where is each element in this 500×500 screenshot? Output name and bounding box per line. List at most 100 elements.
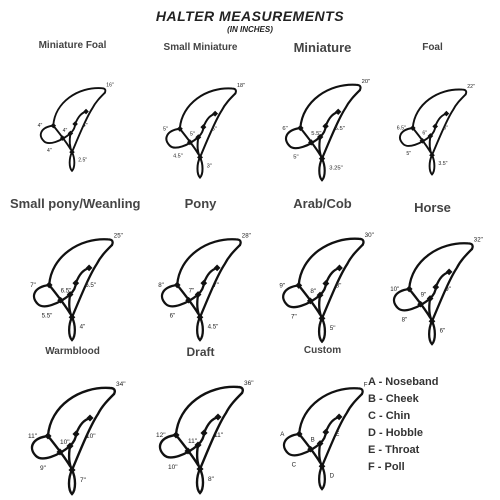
halter-rope [297,237,365,287]
measurement-label: 16" [106,83,114,89]
knot-icon [336,264,343,272]
measurement-label: 11" [188,438,198,445]
halter-rope [196,293,202,319]
measurement-label: 6" [443,126,448,132]
halter-rope [71,91,106,154]
legend-item-throat: E - Throat [368,444,420,456]
measurement-label: 32" [474,237,483,244]
rope-halter-icon: 25"7"6.5"6.5"5.5"4" [30,233,123,342]
legend-item-poll: F - Poll [368,461,405,473]
halter-rope [198,243,242,319]
knot-icon [214,413,222,421]
knot-icon [83,108,89,115]
halter-rope [320,392,364,468]
halter-rope [198,92,237,159]
halter-size-label: Miniature Foal [38,40,107,51]
measurement-label: 9" [445,286,451,293]
halter-rope [317,317,327,344]
knot-icon [322,428,330,436]
halter-rope [68,151,76,173]
measurement-label: 6" [170,312,176,319]
halter-rope [320,89,361,160]
measurement-label: 4" [63,128,68,134]
knot-icon [194,441,202,449]
measurement-label: 4" [47,148,52,154]
halter-rope [70,392,116,472]
legend-item-hobble: D - Hobble [368,427,423,439]
knot-icon [184,447,192,455]
measurement-label: 10" [390,286,399,293]
measurement-label: 8" [336,282,342,289]
legend-item-noseband: A - Noseband [368,376,439,388]
knot-icon [69,149,75,155]
halter-size-label: Horse [414,200,451,215]
measurement-label: 22" [467,84,475,90]
halter-size-label: Warmblood [45,346,100,357]
rope-halter-icon: 20"6"5.5"5.5"5"3.25" [282,79,371,182]
halter-rope [174,385,244,437]
knot-icon [322,123,329,130]
halter-rope [411,88,468,129]
rope-halter-icon: 28"8"7"7"6"4.5" [158,233,251,342]
rope-halter-icon: 34"11"10"10"9"7" [28,381,126,496]
knot-icon [432,123,439,130]
halter-rope [318,465,326,491]
measurement-label: 6" [422,130,427,136]
measurement-label: 10" [86,433,96,440]
halter-size-label: Foal [422,42,443,53]
halter-rope [52,87,107,127]
measurement-label: D [330,473,335,480]
rope-halter-icon: 36"12"11"11"10"8" [156,380,254,495]
halter-rope [428,154,436,176]
halter-rope [67,444,74,472]
measurement-label: 7" [30,282,36,289]
knot-icon [200,279,208,287]
knot-icon [212,110,219,117]
measurement-label: 3.25" [329,165,342,171]
halter-rope [428,135,433,157]
halter-rope [48,238,114,287]
halter-size-label: Miniature [293,40,352,55]
measurement-label: 7" [80,477,87,484]
legend-item-cheek: B - Cheek [368,393,419,405]
knot-icon [56,448,64,456]
measurement-label: 6.5" [61,288,72,295]
halter-rope [430,247,474,323]
halter-size-label: Small pony/Weanling [10,196,141,211]
measurement-label: 5.5" [311,131,321,137]
measurement-label: 4.5" [173,153,183,159]
measurement-label: 5.5" [42,312,53,319]
measurement-label: 6.5" [85,282,96,289]
knot-icon [432,283,440,291]
knot-icon [68,466,76,474]
measurement-label: 9" [40,465,47,472]
halter-rope [298,387,364,436]
measurement-label: 3.5" [438,161,447,167]
halter-rope [431,93,467,157]
measurement-label: 36" [244,380,254,387]
knot-icon [68,313,76,321]
halter-size-label: Draft [186,345,215,359]
measurement-label: 6.5" [397,126,406,132]
measurement-label: 30" [365,232,374,239]
measurement-label: 5" [190,132,195,138]
rope-halter-icon: 32"10"9"9"8"6" [390,237,483,346]
halter-size-label: Small Miniature [163,42,238,53]
halter-rope [32,281,77,308]
halter-rope [158,431,206,459]
halter-rope [198,391,244,471]
measurement-label: 4" [80,324,86,331]
measurement-label: 20" [362,79,371,85]
measurement-label: 11" [214,432,224,439]
legend-item-chin: C - Chin [368,410,411,422]
measurement-label: 11" [28,433,38,440]
halter-rope [195,443,202,471]
halter-rope [320,243,364,320]
measurement-label: B [311,437,315,444]
